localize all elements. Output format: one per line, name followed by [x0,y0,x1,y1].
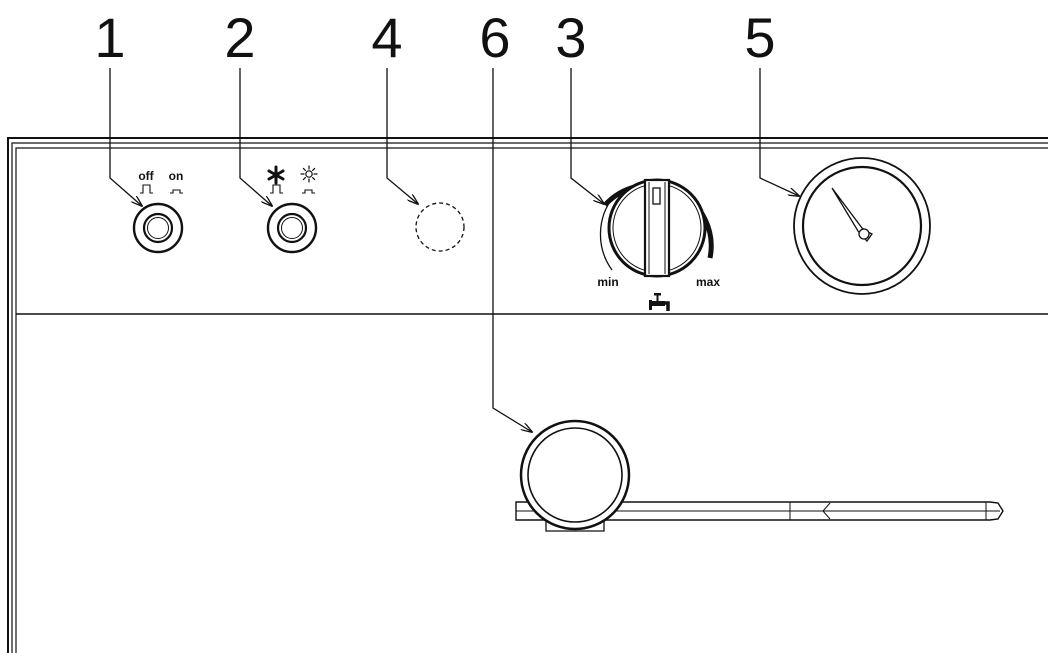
leader-line-5 [759,68,799,196]
switch-off-label: off [138,169,154,183]
thermometer-dial-inner [527,427,623,523]
gauge-pivot [858,228,870,240]
pressure-gauge [793,157,931,295]
callout-number-2: 2 [224,6,255,69]
leader-line-3 [570,68,604,204]
callout-number-1: 1 [94,6,125,69]
button-released-icon [140,184,153,194]
callout-number-6: 6 [479,6,510,69]
sun-icon [300,165,318,183]
knob-pointer-mark [652,187,661,205]
snowflake-icon [267,165,285,185]
boiler-housing [7,137,1048,653]
control-panel [15,147,1048,653]
leader-line-4 [386,68,418,204]
faucet-icon [649,293,670,311]
leader-line-2 [239,68,272,206]
button-pressed-icon [170,189,183,194]
callout-number-4: 4 [371,6,402,69]
button-pressed-icon [302,189,315,194]
callout-number-3: 3 [555,6,586,69]
gauge-face [801,165,923,287]
callout-numbers: 1 2 4 6 3 5 [94,6,775,69]
leader-lines [109,68,799,432]
leader-line-1 [109,68,142,206]
hot-water-temperature-knob[interactable]: min max [597,178,720,311]
leader-line-6 [492,68,532,432]
optional-control-position [415,202,465,252]
power-switch-inner-ring [142,212,174,244]
callout-number-5: 5 [744,6,775,69]
switch-on-label: on [169,169,184,183]
thermometer-probe [515,419,1004,532]
power-switch[interactable]: off on [132,169,184,254]
button-released-icon [270,184,283,194]
knob-max-label: max [696,275,720,289]
mode-switch[interactable] [266,165,318,254]
mode-switch-inner-ring [276,212,308,244]
knob-min-label: min [597,275,618,289]
